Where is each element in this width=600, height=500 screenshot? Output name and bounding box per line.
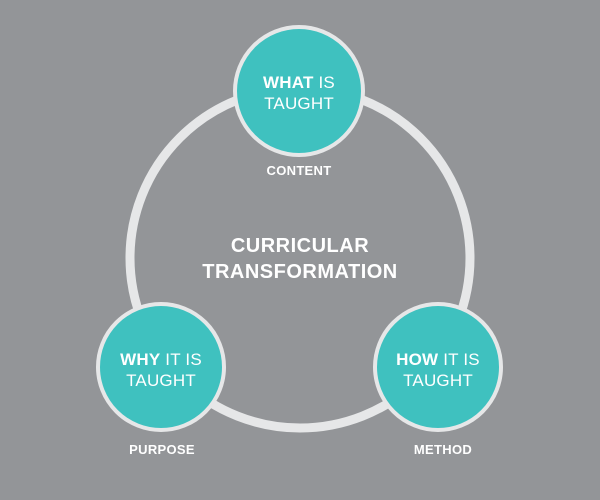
node-what-rest: IS [318,73,335,92]
caption-method: METHOD [413,442,473,457]
node-what-label: WHAT IS TAUGHT [244,72,354,114]
center-title-line1: CURRICULAR [230,235,370,257]
node-why-line2: TAUGHT [126,371,196,390]
node-why-circle [96,302,226,432]
node-what-circle [233,25,365,157]
node-what-line2: TAUGHT [264,94,334,113]
node-why-rest: IT IS [165,350,202,369]
node-why-label: WHY IT IS TAUGHT [106,349,216,391]
node-how-label: HOW IT IS TAUGHT [383,349,493,391]
caption-content: CONTENT [266,163,332,178]
node-how-circle [373,302,503,432]
node-how-line2: TAUGHT [403,371,473,390]
node-what-bold: WHAT [263,73,314,92]
center-title: CURRICULAR TRANSFORMATION [180,233,420,285]
center-title-line2: TRANSFORMATION [202,261,398,283]
node-how-bold: HOW [396,350,439,369]
node-how-rest: IT IS [443,350,480,369]
caption-purpose: PURPOSE [129,442,195,457]
node-why-bold: WHY [120,350,161,369]
